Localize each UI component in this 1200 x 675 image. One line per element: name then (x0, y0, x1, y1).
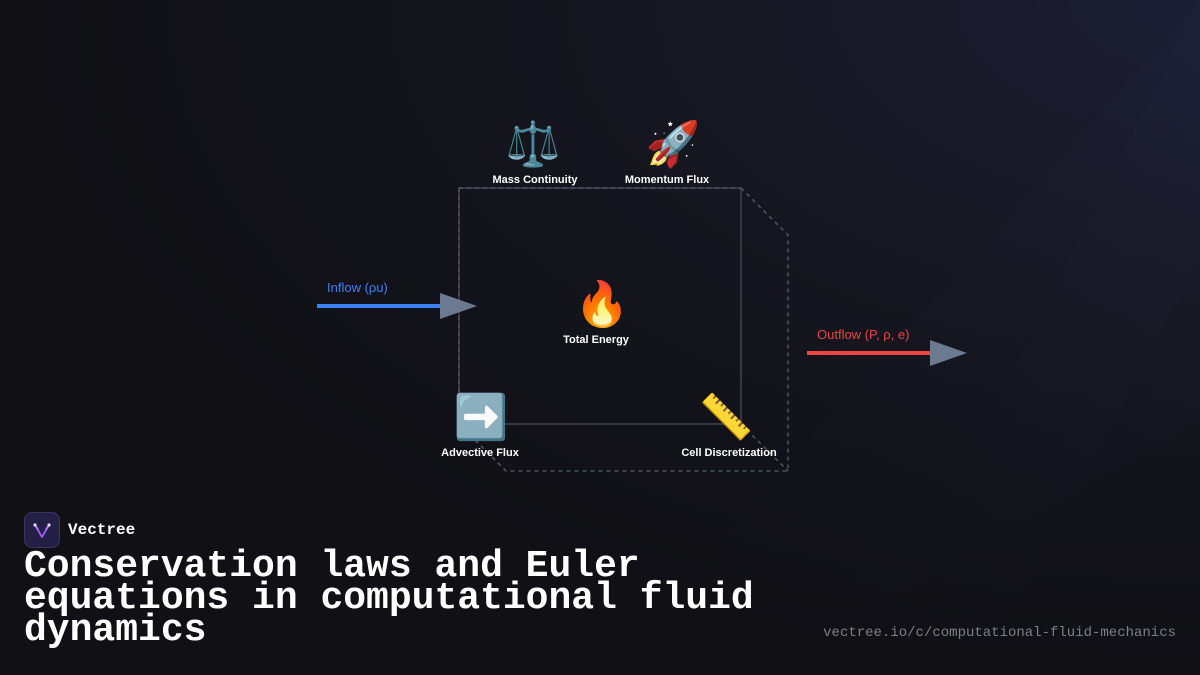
brand-name: Vectree (68, 521, 136, 539)
rocket-icon: 🚀 (645, 119, 701, 170)
node-label-momentum-flux: Momentum Flux (624, 174, 710, 186)
box-depth-edge (740, 423, 789, 472)
inflow-arrow (317, 293, 477, 319)
brand[interactable]: Vectree (24, 512, 135, 548)
node-label-cell-discretization: Cell Discretization (681, 447, 777, 459)
balance-scale-icon: ⚖️ (505, 119, 561, 170)
inflow-label: Inflow (ρu) (327, 280, 388, 295)
fire-icon: 🔥 (574, 279, 630, 330)
node-label-mass-continuity: Mass Continuity (492, 174, 578, 186)
node-label-total-energy: Total Energy (563, 334, 629, 346)
source-url[interactable]: vectree.io/c/computational-fluid-mechani… (823, 625, 1176, 641)
ruler-icon: 📏 (698, 392, 754, 443)
right-arrow-icon: ➡️ (453, 392, 509, 443)
node-label-advective-flux: Advective Flux (441, 447, 519, 459)
outflow-label: Outflow (P, ρ, e) (817, 327, 910, 342)
page-title: Conservation laws and Euler equations in… (24, 545, 754, 652)
vectree-logo-icon (24, 512, 60, 548)
inflow-arrowhead (440, 293, 477, 319)
outflow-arrowhead (930, 340, 967, 366)
outflow-arrow (807, 340, 967, 366)
